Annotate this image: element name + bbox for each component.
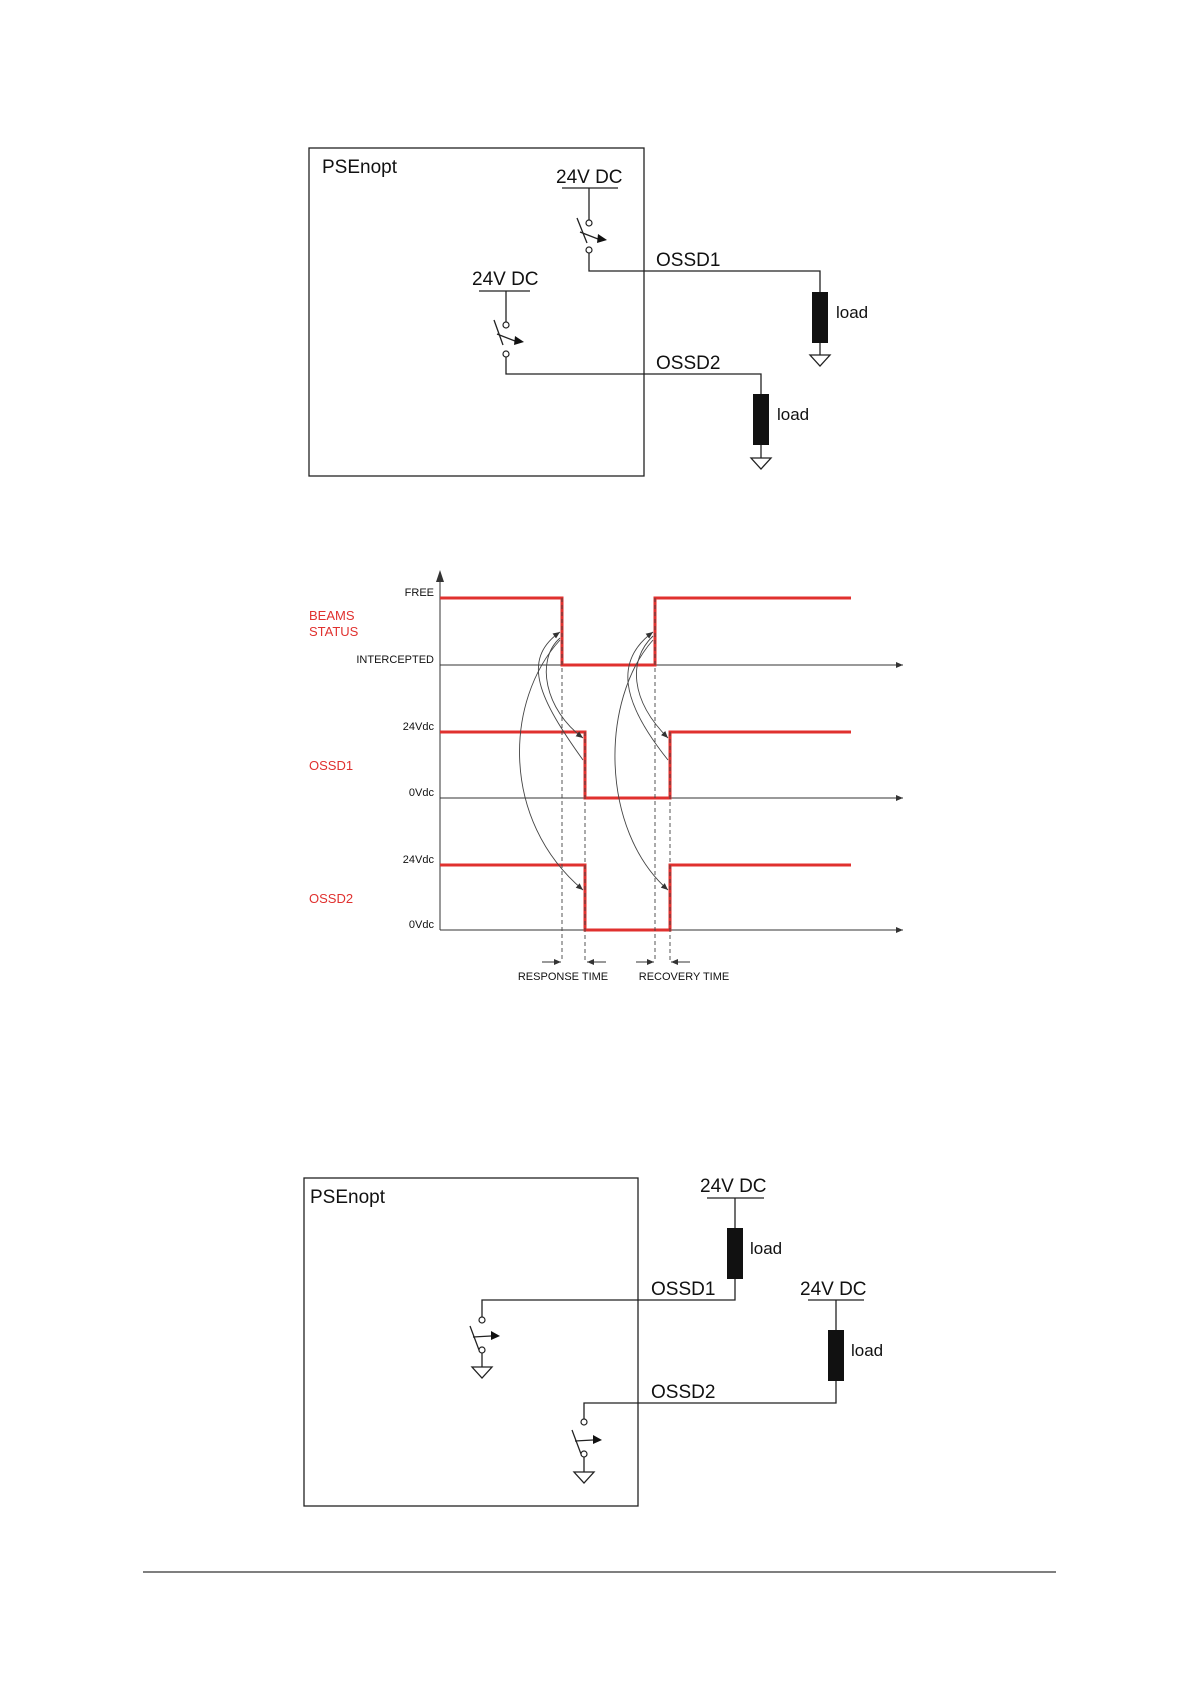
output-label-ossd2: OSSD2 bbox=[651, 1382, 715, 1403]
load-resistor-2 bbox=[828, 1330, 844, 1381]
ossd1-signal bbox=[440, 732, 851, 798]
ossd1-switch: 24V DC OSSD1 load bbox=[556, 167, 868, 366]
supply-label-ossd2: 24V DC bbox=[472, 269, 539, 290]
load-label-1: load bbox=[750, 1239, 782, 1258]
supply-label-ossd2: 24V DC bbox=[800, 1279, 867, 1300]
ossd2-high-label: 24Vdc bbox=[403, 854, 435, 866]
beams-status-label-line2: STATUS bbox=[309, 624, 359, 639]
supply-label-ossd1: 24V DC bbox=[556, 167, 623, 188]
output-label-ossd2: OSSD2 bbox=[656, 353, 720, 374]
output-label-ossd1: OSSD1 bbox=[651, 1279, 715, 1300]
load-resistor-1 bbox=[812, 292, 828, 343]
load-label-1: load bbox=[836, 303, 868, 322]
ossd1-high-label: 24Vdc bbox=[403, 721, 435, 733]
ossd1-branch: 24V DC load OSSD1 bbox=[470, 1176, 782, 1378]
recovery-arrow-ossd1 bbox=[636, 636, 668, 738]
device-box bbox=[304, 1178, 638, 1506]
device-label: PSEnopt bbox=[322, 157, 398, 178]
beams-status-signal bbox=[440, 598, 851, 665]
output-label-ossd1: OSSD1 bbox=[656, 250, 720, 271]
recovery-arrow-ossd2 bbox=[615, 640, 668, 890]
load-resistor-1 bbox=[727, 1228, 743, 1279]
recovery-arrow-back bbox=[628, 632, 668, 760]
response-arrow-ossd1 bbox=[546, 638, 583, 738]
ground-icon bbox=[751, 458, 771, 469]
ground-icon bbox=[574, 1472, 594, 1483]
intercepted-level-label: INTERCEPTED bbox=[356, 654, 434, 666]
free-level-label: FREE bbox=[405, 587, 434, 599]
recovery-time-label: RECOVERY TIME bbox=[639, 971, 729, 983]
ossd1-timing-label: OSSD1 bbox=[309, 758, 353, 773]
device-box bbox=[309, 148, 644, 476]
ossd2-timing-label: OSSD2 bbox=[309, 891, 353, 906]
device-label: PSEnopt bbox=[310, 1187, 386, 1208]
response-time-label: RESPONSE TIME bbox=[518, 971, 608, 983]
ground-icon bbox=[472, 1367, 492, 1378]
axis-arrowhead-icon bbox=[436, 570, 444, 582]
load-label-2: load bbox=[851, 1341, 883, 1360]
pnp-wiring-diagram: PSEnopt 24V DC OSSD1 load 24V DC bbox=[309, 148, 868, 476]
load-label-2: load bbox=[777, 405, 809, 424]
beams-status-label-line1: BEAMS bbox=[309, 608, 355, 623]
load-resistor-2 bbox=[753, 394, 769, 445]
ossd2-switch: 24V DC OSSD2 load bbox=[472, 269, 809, 469]
ossd2-low-label: 0Vdc bbox=[409, 919, 435, 931]
ground-icon bbox=[810, 355, 830, 366]
ossd2-signal bbox=[440, 865, 851, 930]
response-arrow-ossd2 bbox=[520, 640, 583, 890]
timing-diagram: BEAMS STATUS OSSD1 OSSD2 FREE INTERCEPTE… bbox=[309, 570, 903, 983]
npn-wiring-diagram: PSEnopt 24V DC load OSSD1 24V DC load bbox=[304, 1176, 883, 1506]
ossd1-low-label: 0Vdc bbox=[409, 787, 435, 799]
ossd2-branch: 24V DC load OSSD2 bbox=[572, 1279, 883, 1483]
supply-label-ossd1: 24V DC bbox=[700, 1176, 767, 1197]
